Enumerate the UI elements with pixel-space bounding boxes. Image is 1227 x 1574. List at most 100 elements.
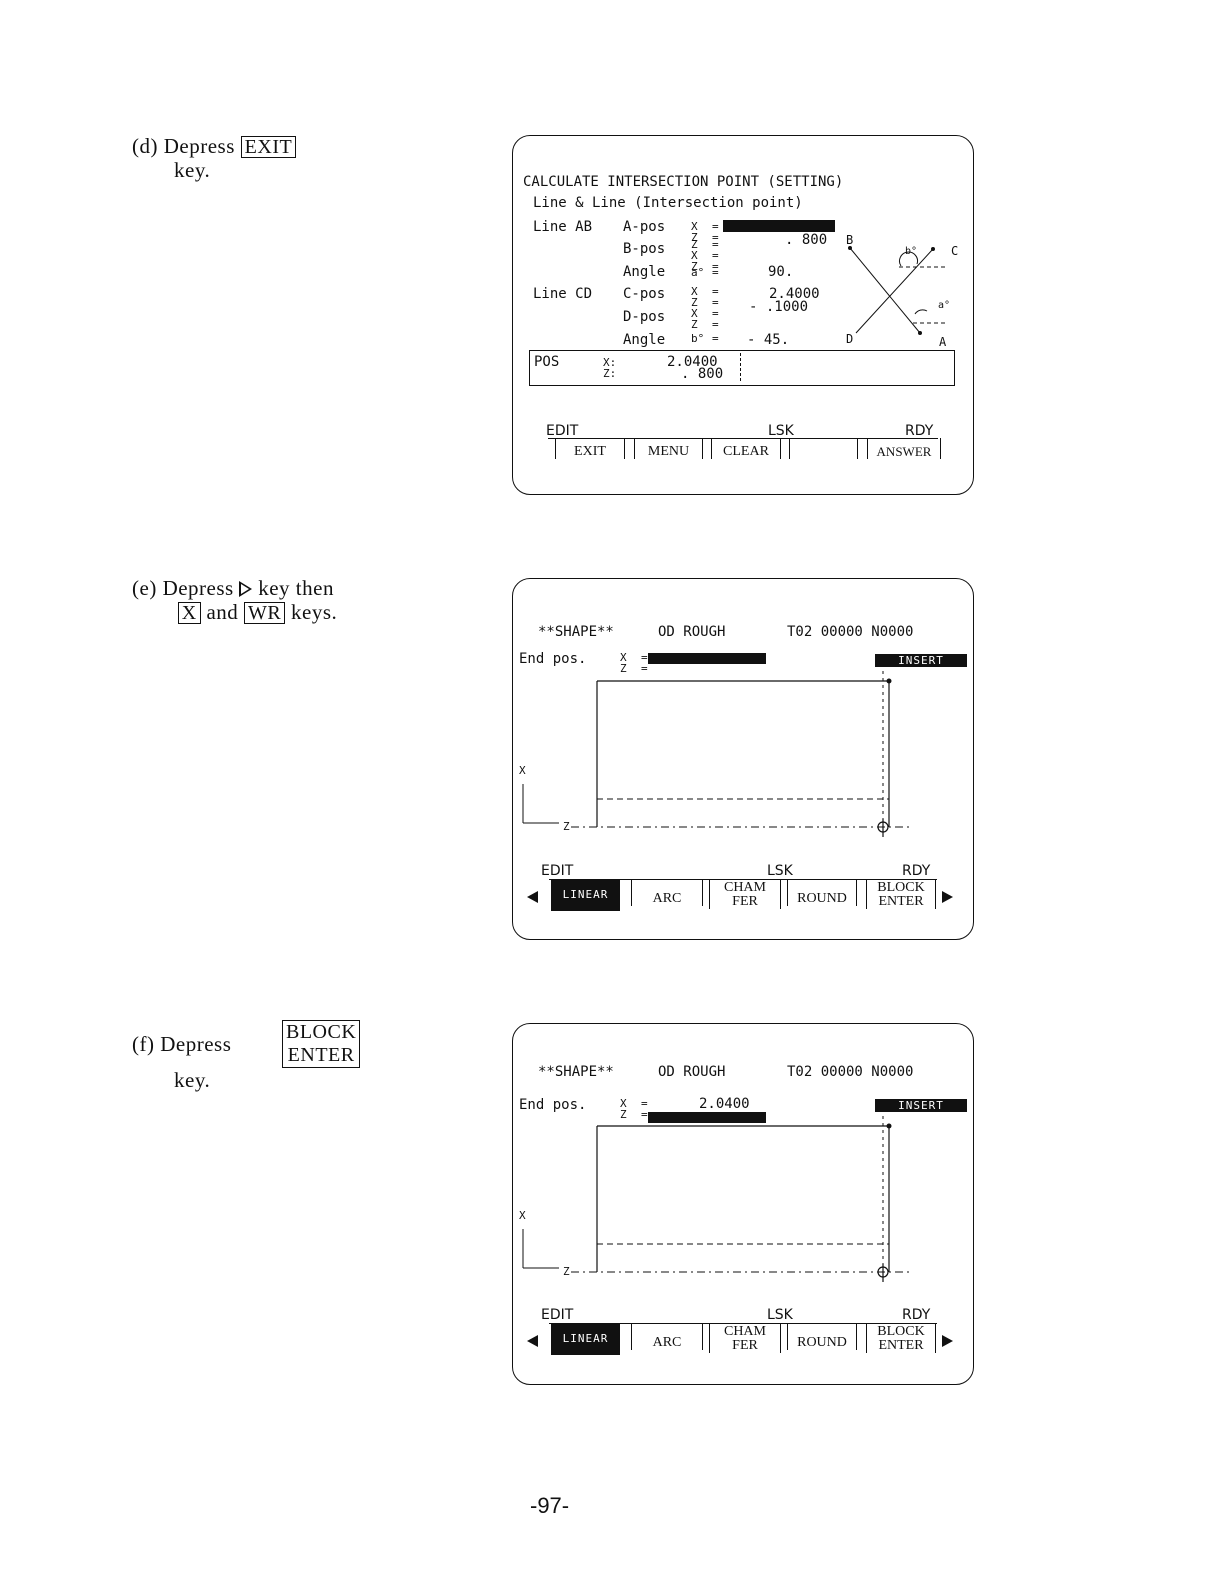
- x-input-cursor[interactable]: [648, 653, 766, 664]
- exit-key: EXIT: [240, 136, 297, 158]
- step-text: Depress: [162, 576, 234, 600]
- c-pos-label: C-pos: [623, 286, 666, 302]
- step-label: (e): [132, 576, 157, 600]
- block-enter-key: BLOCK ENTER: [282, 1020, 361, 1068]
- step-d: (d) Depress EXIT key.: [132, 134, 297, 182]
- mode-header: OD ROUGH: [658, 1064, 726, 1080]
- point-c-label: C: [951, 244, 959, 258]
- d-pos-label: D-pos: [623, 309, 666, 325]
- end-pos-label: End pos.: [519, 1097, 587, 1113]
- screen-shape-od-rough-2: **SHAPE** OD ROUGH T02 00000 N0000 End p…: [512, 1023, 974, 1385]
- mode-edit: EDIT: [541, 863, 574, 879]
- x-key: X: [177, 602, 201, 624]
- point-a-label: A: [939, 335, 947, 349]
- block-enter-softkey[interactable]: BLOCK ENTER: [866, 1323, 936, 1353]
- equals-signs: ==: [712, 220, 719, 244]
- angle-a-label: Angle: [623, 264, 666, 280]
- step-text-then: key then: [258, 576, 334, 600]
- c-pos-x-value: 2.4000: [769, 286, 820, 302]
- shape-header: **SHAPE**: [538, 1064, 614, 1080]
- screen-subtitle: Line & Line (Intersection point): [533, 195, 803, 211]
- x-value: 2.0400: [699, 1096, 750, 1112]
- exit-softkey[interactable]: EXIT: [555, 438, 625, 459]
- axis-x-label: X: [519, 1209, 526, 1222]
- equals-signs: ==: [641, 651, 648, 675]
- step-e: (e) Depress key then X and WR keys.: [132, 576, 337, 624]
- c-pos-z-value: - .1000: [749, 299, 809, 315]
- point-b-label: B: [846, 233, 854, 247]
- softkey-divider: [548, 438, 938, 439]
- shape-drawing: [522, 671, 913, 837]
- equals-signs: ==: [641, 1097, 648, 1121]
- step-text-and: and: [206, 600, 239, 624]
- equals-signs: ==: [712, 307, 719, 331]
- pos-label: POS: [534, 354, 560, 370]
- shape-drawing: [522, 1116, 913, 1282]
- linear-softkey[interactable]: LINEAR: [551, 1323, 620, 1355]
- blank-softkey[interactable]: [789, 438, 858, 459]
- b-pos-z-value: . 800: [785, 232, 828, 248]
- tool-header: T02 00000 N0000: [787, 624, 914, 640]
- chamfer-softkey[interactable]: CHAM FER: [709, 879, 781, 909]
- answer-softkey[interactable]: ANSWER: [867, 438, 941, 459]
- page-number: -97-: [530, 1493, 570, 1518]
- step-text: Depress: [163, 134, 235, 158]
- line-ab-label: Line AB: [533, 219, 593, 235]
- step-label: (f): [132, 1032, 155, 1056]
- mode-edit: EDIT: [546, 423, 579, 439]
- arc-softkey[interactable]: ARC: [631, 879, 703, 906]
- axis-z-label: Z: [563, 1265, 570, 1278]
- arc-softkey[interactable]: ARC: [631, 1323, 703, 1350]
- b-symbol: b°: [691, 332, 705, 345]
- mode-rdy: RDY: [902, 863, 931, 879]
- mode-rdy: RDY: [905, 423, 934, 439]
- block-enter-softkey[interactable]: BLOCK ENTER: [866, 879, 936, 909]
- intersection-diagram: [848, 246, 948, 335]
- left-arrow-icon[interactable]: [527, 1335, 538, 1347]
- mode-lsk: LSK: [767, 863, 793, 879]
- chamfer-softkey[interactable]: CHAM FER: [709, 1323, 781, 1353]
- end-pos-label: End pos.: [519, 651, 587, 667]
- equals-sign: =: [712, 266, 719, 279]
- screen-shape-od-rough-1: **SHAPE** OD ROUGH T02 00000 N0000 End p…: [512, 578, 974, 940]
- right-arrow-icon[interactable]: [942, 891, 953, 903]
- left-arrow-icon[interactable]: [527, 891, 538, 903]
- a-symbol: a°: [691, 266, 705, 279]
- x-z-axis-letters: X:Z:: [603, 356, 617, 380]
- axis-x-label: X: [519, 764, 526, 777]
- position-box: POS X:Z: 2.0400 . 800: [529, 350, 955, 386]
- cursor-field[interactable]: [723, 220, 835, 232]
- softkey-divider: [549, 1323, 937, 1324]
- angle-b-diagram-label: b°: [905, 246, 918, 257]
- linear-softkey[interactable]: LINEAR: [551, 879, 620, 911]
- a-pos-label: A-pos: [623, 219, 666, 235]
- right-arrow-icon[interactable]: [942, 1335, 953, 1347]
- step-text-2: keys.: [291, 600, 338, 624]
- right-arrow-key-icon: [239, 581, 253, 597]
- round-softkey[interactable]: ROUND: [787, 879, 857, 906]
- equals-sign: =: [712, 332, 719, 345]
- equals-signs: ==: [712, 285, 719, 309]
- menu-softkey[interactable]: MENU: [634, 438, 703, 459]
- pos-divider: [740, 353, 741, 381]
- axis-z-label: Z: [563, 820, 570, 833]
- pos-z-value: . 800: [681, 366, 724, 382]
- step-text-2: key.: [174, 1068, 211, 1092]
- pos-x-value: 2.0400: [667, 354, 718, 370]
- mode-edit: EDIT: [541, 1307, 574, 1323]
- b-pos-label: B-pos: [623, 241, 666, 257]
- round-softkey[interactable]: ROUND: [787, 1323, 857, 1350]
- shape-header: **SHAPE**: [538, 624, 614, 640]
- z-input-cursor[interactable]: [648, 1112, 766, 1123]
- insert-indicator: INSERT: [875, 1099, 967, 1112]
- step-text: Depress: [160, 1032, 232, 1056]
- equals-signs: ===: [712, 238, 719, 273]
- screen-calculate-intersection: CALCULATE INTERSECTION POINT (SETTING) L…: [512, 135, 974, 495]
- clear-softkey[interactable]: CLEAR: [711, 438, 781, 459]
- angle-b-value: - 45.: [747, 332, 790, 348]
